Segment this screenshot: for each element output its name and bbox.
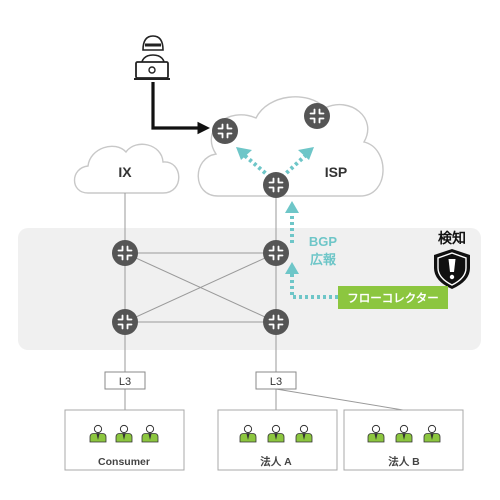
detect-label: 検知	[438, 230, 466, 246]
consumer-label: Consumer	[98, 456, 150, 468]
attack-arrow	[151, 82, 211, 135]
core-router-bottom-right	[262, 308, 290, 336]
consumer-users	[89, 424, 159, 443]
l3-label-left: L3	[119, 376, 131, 388]
isp-cloud	[197, 96, 384, 197]
corp-b-users	[367, 424, 441, 443]
flow-collector-label: フローコレクター	[347, 291, 439, 305]
ix-cloud	[73, 143, 180, 194]
l3-switch-left	[104, 371, 146, 390]
isp-router-right	[303, 102, 331, 130]
bgp-advert-label: 広報	[310, 252, 337, 267]
isp-edge-router	[262, 171, 290, 199]
core-router-top-right	[262, 239, 290, 267]
core-router-bottom-left	[111, 308, 139, 336]
flow-collector-box	[338, 286, 448, 309]
hacker-icon	[134, 35, 170, 80]
shield-alert-icon	[434, 249, 470, 289]
l3-switch-right	[255, 371, 297, 390]
corp-b-label: 法人 B	[388, 455, 420, 468]
bgp-announcement-arrows	[242, 153, 338, 299]
l3-label-right: L3	[270, 376, 282, 388]
corp-a-users	[239, 424, 313, 443]
bgp-label: BGP	[309, 234, 338, 249]
ix-cloud-label: IX	[118, 164, 132, 180]
arrow-heads	[236, 147, 314, 274]
isp-router-left	[211, 117, 239, 145]
corp-a-label: 法人 A	[260, 455, 292, 468]
isp-cloud-label: ISP	[325, 164, 348, 180]
core-router-top-left	[111, 239, 139, 267]
